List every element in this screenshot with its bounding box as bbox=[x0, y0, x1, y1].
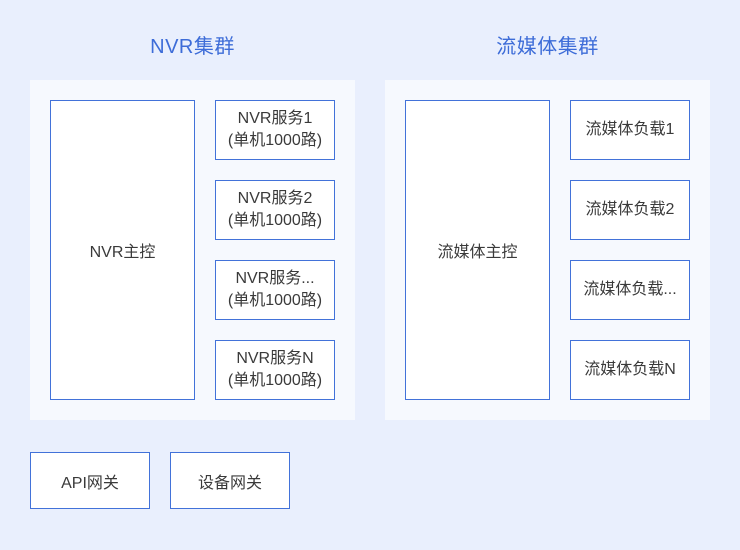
api-gateway-label: API网关 bbox=[61, 474, 119, 492]
nvr-service-2-capacity: (单机1000路) bbox=[227, 212, 323, 229]
nvr-service-1-name: NVR服务1 bbox=[237, 110, 313, 127]
nvr-service-2-name: NVR服务2 bbox=[237, 190, 313, 207]
nvr-service-box-2: NVR服务2 (单机1000路) bbox=[215, 180, 335, 240]
media-load-box-1: 流媒体负载1 bbox=[570, 100, 690, 160]
media-master-box: 流媒体主控 bbox=[405, 100, 550, 400]
media-load-box-2: 流媒体负载2 bbox=[570, 180, 690, 240]
nvr-service-box-ellipsis: NVR服务... (单机1000路) bbox=[215, 260, 335, 320]
nvr-service-n-capacity: (单机1000路) bbox=[227, 372, 323, 389]
media-load-1-name: 流媒体负载1 bbox=[585, 121, 675, 138]
media-load-n-name: 流媒体负载N bbox=[584, 361, 676, 378]
nvr-service-box-1: NVR服务1 (单机1000路) bbox=[215, 100, 335, 160]
media-load-2-name: 流媒体负载2 bbox=[585, 201, 675, 218]
nvr-service-ellipsis-name: NVR服务... bbox=[235, 270, 315, 287]
media-cluster-title: 流媒体集群 bbox=[496, 36, 599, 58]
media-master-label: 流媒体主控 bbox=[437, 244, 518, 261]
nvr-service-ellipsis-capacity: (单机1000路) bbox=[227, 292, 323, 309]
media-load-ellipsis-name: 流媒体负载... bbox=[583, 281, 677, 298]
nvr-master-label: NVR主控 bbox=[89, 244, 156, 261]
media-load-box-ellipsis: 流媒体负载... bbox=[570, 260, 690, 320]
media-load-box-n: 流媒体负载N bbox=[570, 340, 690, 400]
nvr-service-box-n: NVR服务N (单机1000路) bbox=[215, 340, 335, 400]
device-gateway-box: 设备网关 bbox=[170, 452, 290, 509]
nvr-service-n-name: NVR服务N bbox=[236, 350, 314, 367]
nvr-service-1-capacity: (单机1000路) bbox=[227, 132, 323, 149]
media-cluster-panel: 流媒体主控 流媒体负载1 流媒体负载2 流媒体负载... 流媒体负载N bbox=[385, 80, 710, 420]
nvr-master-box: NVR主控 bbox=[50, 100, 195, 400]
api-gateway-box: API网关 bbox=[30, 452, 150, 509]
nvr-cluster-panel: NVR主控 NVR服务1 (单机1000路) NVR服务2 (单机1000路) … bbox=[30, 80, 355, 420]
device-gateway-label: 设备网关 bbox=[197, 474, 262, 492]
nvr-cluster-title: NVR集群 bbox=[150, 36, 235, 58]
